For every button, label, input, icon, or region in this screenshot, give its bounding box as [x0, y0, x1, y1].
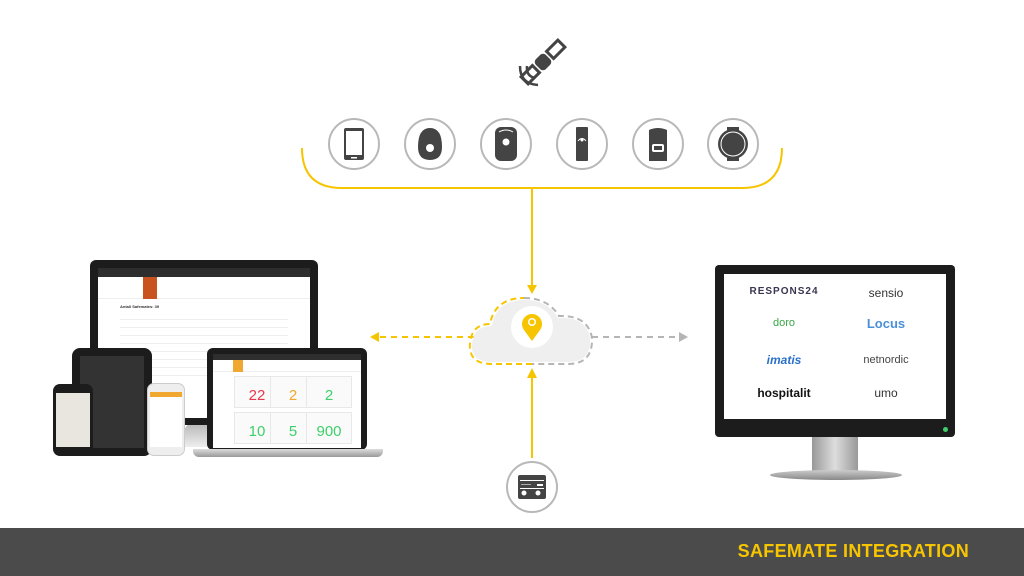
power-button	[943, 427, 948, 432]
laptop-base	[193, 449, 383, 457]
wearable-alarm-icon	[649, 128, 667, 161]
device-pendant-alarm	[404, 118, 456, 170]
arrow-left-head	[370, 332, 379, 342]
pendant-alarm-icon	[418, 128, 442, 160]
footer-bar: SAFEMATE INTEGRATION	[0, 528, 1024, 576]
gps-tracker-icon	[495, 127, 517, 161]
phone-right-screen	[150, 392, 182, 447]
partner-logo-umo: umo	[874, 386, 898, 400]
partner-logo-imatis: imatis	[766, 353, 802, 367]
partner-logo-locus: Locus	[866, 316, 906, 331]
device-wearable-alarm	[632, 118, 684, 170]
page-title: SAFEMATE INTEGRATION	[737, 541, 969, 561]
device-smartphone	[328, 118, 380, 170]
laptop-screen: 22 2 2 10 5 900	[213, 354, 361, 448]
base-station-icon	[518, 475, 546, 499]
device-watch	[707, 118, 759, 170]
partner-logo-netnordic: netnordic	[863, 354, 909, 366]
arrow-right-head	[679, 332, 688, 342]
partner-logo-sensio: sensio	[868, 286, 904, 300]
slim-tracker-icon	[576, 127, 588, 161]
satellite-icon	[518, 37, 568, 87]
arrow-down-head	[527, 285, 537, 294]
device-bracket	[301, 147, 783, 189]
device-slim-tracker	[556, 118, 608, 170]
partner-logo-respons24: RESPONS24	[749, 286, 819, 297]
partner-screen: RESPONS24 sensio doro Locus imatis netno…	[724, 274, 946, 419]
partner-logo-hospitalit: hospitalit	[757, 386, 811, 400]
monitor-foot	[770, 470, 902, 480]
location-pin-icon	[522, 314, 543, 341]
watch-icon	[718, 127, 748, 161]
stat-tile: 900	[306, 412, 352, 444]
arrow-up-head	[527, 368, 537, 378]
partner-logo-doro: doro	[772, 317, 796, 329]
device-base-station	[506, 461, 558, 513]
smartphone-icon	[344, 128, 364, 160]
monitor-neck	[812, 437, 858, 473]
device-gps-tracker	[480, 118, 532, 170]
dashboard-heading: Antall Safemates: 39	[120, 304, 160, 309]
stat-tile: 2	[306, 376, 352, 408]
phone-left-screen	[56, 393, 90, 447]
